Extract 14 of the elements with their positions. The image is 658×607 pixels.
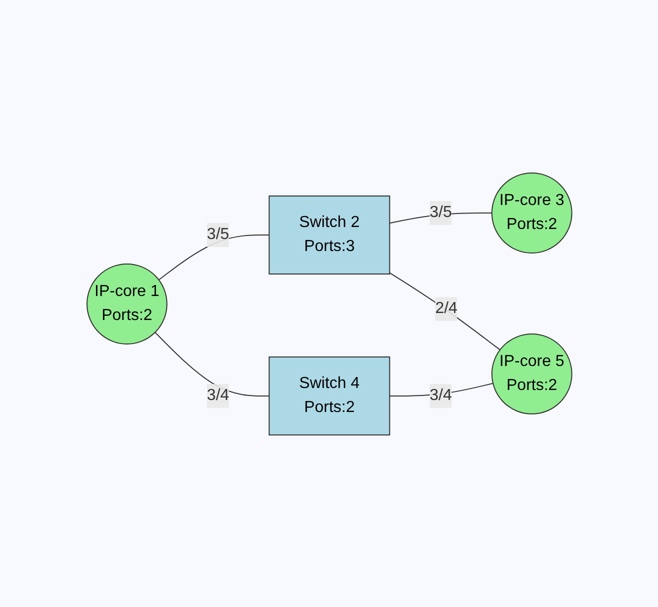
connector <box>388 272 500 350</box>
edge-label: 3/5 <box>429 204 452 220</box>
edge-label: 2/4 <box>434 300 458 317</box>
node-box: Switch 2 Ports:3 <box>268 195 390 274</box>
node-circle: IP-core 3 Ports:2 <box>490 172 572 253</box>
edge-label: 3/5 <box>206 226 229 242</box>
edge-label: 3/4 <box>206 386 229 404</box>
node-circle: IP-core 5 Ports:2 <box>490 333 572 414</box>
connector <box>388 212 492 224</box>
node-circle: IP-core 1 Ports:2 <box>86 263 168 344</box>
connector <box>154 331 270 396</box>
node-box: Switch 4 Ports:2 <box>268 356 390 435</box>
connector <box>158 234 270 280</box>
edge-label: 3/4 <box>429 386 452 404</box>
